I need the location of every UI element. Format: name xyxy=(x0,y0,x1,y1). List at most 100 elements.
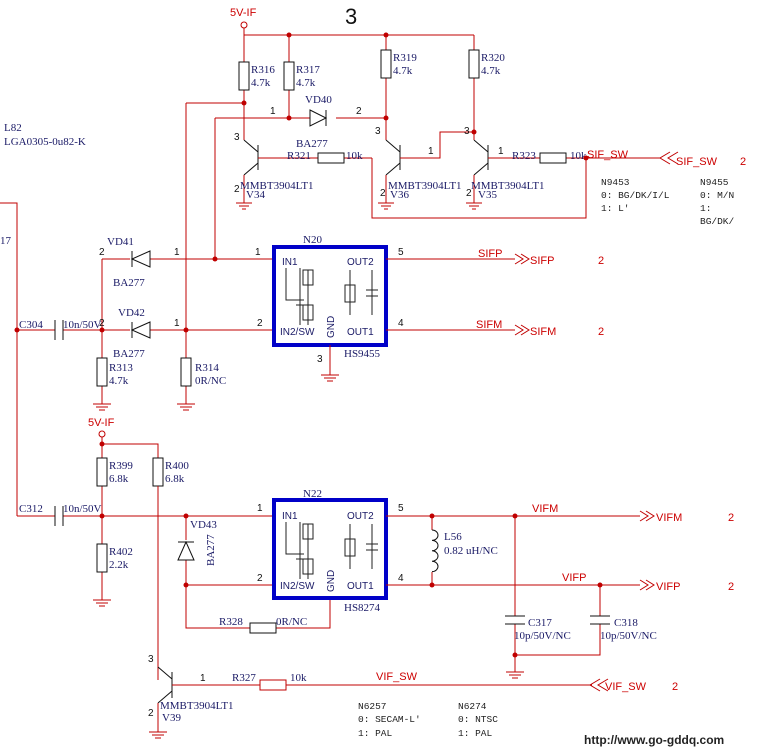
svg-text:V35: V35 xyxy=(478,189,497,201)
svg-text:2: 2 xyxy=(356,106,362,117)
svg-text:2: 2 xyxy=(148,708,154,719)
svg-text:0: NTSC: 0: NTSC xyxy=(458,714,498,725)
svg-text:SIFM: SIFM xyxy=(530,326,556,338)
note-n6274: N6274 0: NTSC 1: PAL xyxy=(458,701,498,739)
ic-n22: N22 HS8274 IN1 IN2/SW OUT2 OUT1 GND 1 2 … xyxy=(257,488,404,614)
svg-text:1: PAL: 1: PAL xyxy=(358,728,393,739)
ic-n20: N20 HS9455 IN1 IN2/SW OUT2 OUT1 GND 1 2 … xyxy=(255,234,404,382)
svg-text:IN2/SW: IN2/SW xyxy=(280,327,315,338)
svg-text:1: 1 xyxy=(257,503,263,514)
svg-text:LGA0305-0u82-K: LGA0305-0u82-K xyxy=(4,136,86,148)
svg-text:N6257: N6257 xyxy=(358,701,387,712)
svg-text:VIFM: VIFM xyxy=(532,503,558,515)
transistor-v35: 3 2 1 MMBT3904LT1 V35 xyxy=(464,126,545,210)
svg-text:4.7k: 4.7k xyxy=(296,77,316,89)
svg-text:6.8k: 6.8k xyxy=(109,473,129,485)
svg-text:VD41: VD41 xyxy=(107,236,134,248)
diode-vd42: VD42 BA277 2 1 xyxy=(99,307,276,360)
svg-text:R314: R314 xyxy=(195,362,219,374)
net-vifp: VIFP VIFP 2 xyxy=(386,572,734,593)
svg-text:MMBT3904LT1: MMBT3904LT1 xyxy=(240,180,314,192)
page-number: 3 xyxy=(345,4,357,29)
svg-text:HS9455: HS9455 xyxy=(344,348,381,360)
svg-text:2: 2 xyxy=(728,512,734,524)
svg-text:VIFM: VIFM xyxy=(656,512,682,524)
svg-text:SIF_SW: SIF_SW xyxy=(587,149,629,161)
transistor-v34: 3 2 MMBT3904LT1 V34 xyxy=(234,103,314,210)
svg-text:2: 2 xyxy=(257,573,263,584)
svg-text:2: 2 xyxy=(257,318,263,329)
svg-text:17: 17 xyxy=(0,235,12,247)
svg-text:BA277: BA277 xyxy=(113,348,145,360)
svg-text:2: 2 xyxy=(99,247,105,258)
supply-5v-if-top: 5V-IF xyxy=(230,7,257,29)
svg-text:VD42: VD42 xyxy=(118,307,145,319)
svg-text:3: 3 xyxy=(317,354,323,365)
svg-text:4.7k: 4.7k xyxy=(251,77,271,89)
svg-text:IN1: IN1 xyxy=(282,511,298,522)
svg-text:R313: R313 xyxy=(109,362,133,374)
svg-text:V36: V36 xyxy=(390,189,409,201)
svg-text:N6274: N6274 xyxy=(458,701,487,712)
capacitor-c312: C312 10n/50V xyxy=(17,503,276,526)
svg-text:2: 2 xyxy=(598,326,604,338)
resistor-r321: R321 10k xyxy=(286,150,372,164)
svg-text:IN1: IN1 xyxy=(282,257,298,268)
diode-vd40: VD40 BA277 1 2 xyxy=(215,94,386,150)
net-sifp: SIFP SIFP 2 xyxy=(386,248,604,267)
capacitor-c304: C304 10n/50V xyxy=(17,319,102,340)
svg-text:R319: R319 xyxy=(393,52,417,64)
transistor-v36: 3 2 1 MMBT3904LT1 V36 xyxy=(371,118,587,219)
note-n6257: N6257 0: SECAM-L' 1: PAL xyxy=(358,701,421,739)
svg-text:2: 2 xyxy=(380,188,386,199)
svg-text:1: 1 xyxy=(174,318,180,329)
svg-text:SIF_SW: SIF_SW xyxy=(676,156,718,168)
svg-text:10n/50V: 10n/50V xyxy=(63,319,102,331)
svg-text:10k: 10k xyxy=(570,150,587,162)
resistor-r400: R400 6.8k xyxy=(152,457,189,680)
svg-text:10k: 10k xyxy=(290,672,307,684)
svg-text:R402: R402 xyxy=(109,546,133,558)
svg-text:IN2/SW: IN2/SW xyxy=(280,581,315,592)
svg-text:R323: R323 xyxy=(512,150,536,162)
inductor-l56: L56 0.82 uH/NC xyxy=(431,516,498,585)
svg-text:3: 3 xyxy=(375,126,381,137)
svg-text:BA277: BA277 xyxy=(205,534,217,566)
svg-text:5: 5 xyxy=(398,503,404,514)
net-vifm: VIFM VIFM 2 xyxy=(386,503,734,524)
capacitor-c317: C317 10p/50V/NC xyxy=(505,516,571,655)
svg-text:10p/50V/NC: 10p/50V/NC xyxy=(514,630,571,642)
resistor-r317: R317 4.7k xyxy=(283,35,320,118)
svg-text:MMBT3904LT1: MMBT3904LT1 xyxy=(160,700,234,712)
note-n9453: N9453 0: BG/DK/I/L 1: L' xyxy=(601,177,670,214)
svg-text:HS8274: HS8274 xyxy=(344,602,381,614)
svg-text:VD40: VD40 xyxy=(305,94,332,106)
svg-text:N9453: N9453 xyxy=(601,177,630,188)
svg-text:2: 2 xyxy=(728,581,734,593)
svg-text:GND: GND xyxy=(326,570,337,592)
svg-text:2.2k: 2.2k xyxy=(109,559,129,571)
svg-text:R327: R327 xyxy=(232,672,256,684)
svg-text:1: L': 1: L' xyxy=(601,203,630,214)
svg-text:10k: 10k xyxy=(346,150,363,162)
svg-text:R328: R328 xyxy=(219,616,243,628)
svg-text:1: 1 xyxy=(174,247,180,258)
svg-text:0R/NC: 0R/NC xyxy=(195,375,226,387)
svg-text:3: 3 xyxy=(464,126,470,137)
watermark-url: http://www.go-gddq.com xyxy=(584,733,724,747)
svg-text:OUT1: OUT1 xyxy=(347,581,374,592)
svg-text:OUT2: OUT2 xyxy=(347,511,374,522)
net-vif-sw: VIF_SW VIF_SW 2 xyxy=(376,671,678,693)
svg-text:2: 2 xyxy=(740,156,746,168)
svg-text:N9455: N9455 xyxy=(700,177,729,188)
svg-text:VIF_SW: VIF_SW xyxy=(605,681,647,693)
svg-text:5V-IF: 5V-IF xyxy=(88,417,115,429)
svg-text:1:: 1: xyxy=(700,203,711,214)
svg-text:VD43: VD43 xyxy=(190,519,217,531)
note-n9455: N9455 0: M/N 1: BG/DK/ xyxy=(700,177,735,227)
net-sifm: SIFM SIFM 2 xyxy=(386,319,604,338)
svg-text:C317: C317 xyxy=(528,617,552,629)
diode-vd43: VD43 BA277 xyxy=(177,516,217,629)
svg-text:MMBT3904LT1: MMBT3904LT1 xyxy=(471,180,545,192)
